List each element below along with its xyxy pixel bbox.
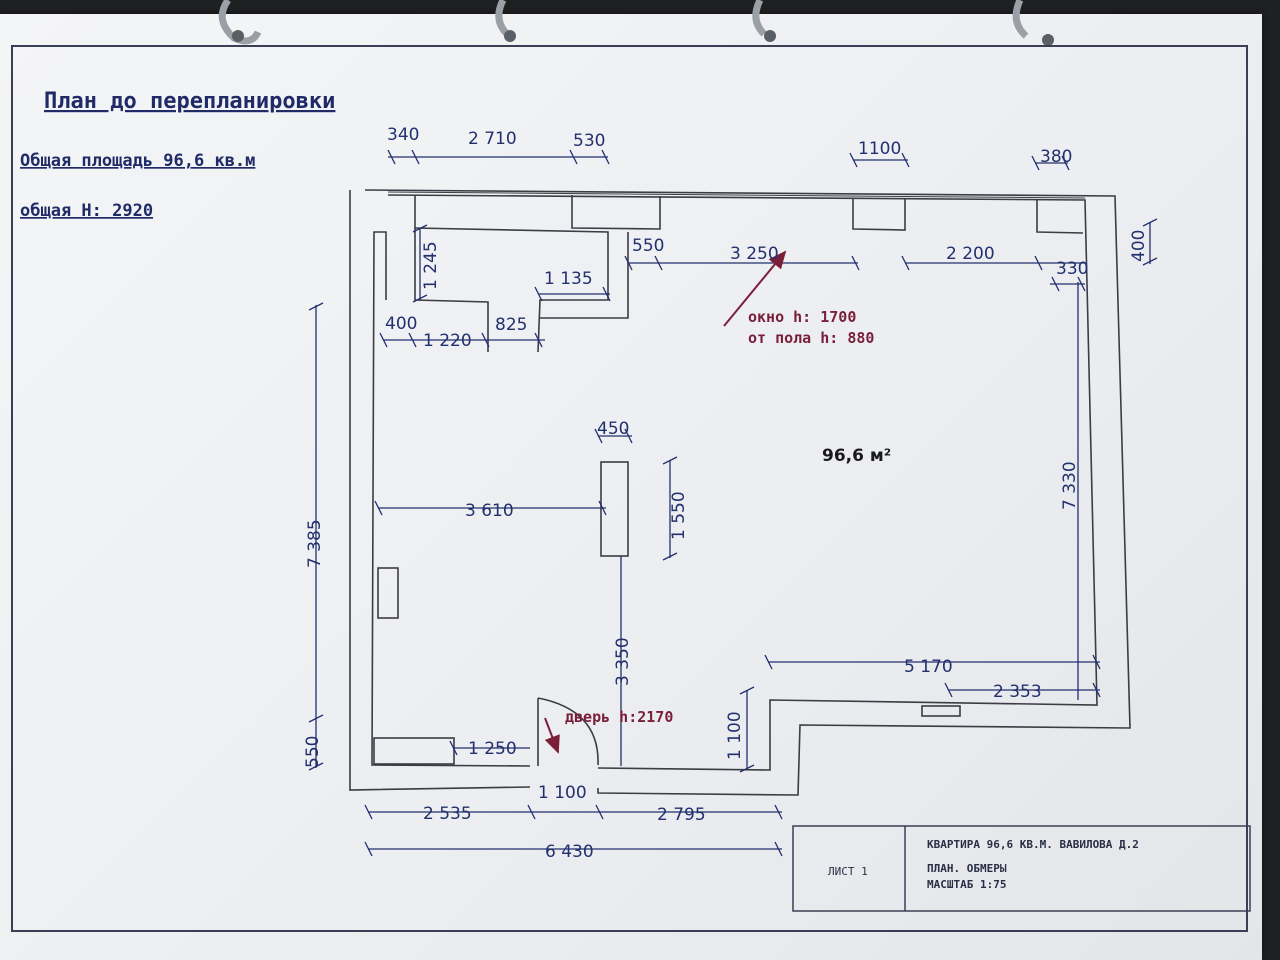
- window-line: [387, 191, 1086, 199]
- dim-7385: 7 385: [305, 519, 325, 568]
- total-area-text: Общая площадь 96,6 кв.м: [20, 151, 255, 171]
- title-block-sheet: ЛИСТ 1: [828, 865, 868, 878]
- dim-1100-bottom: 1 100: [538, 783, 587, 803]
- title-block: [792, 825, 1251, 912]
- dim-530: 530: [573, 131, 605, 151]
- dim-2535: 2 535: [423, 804, 472, 824]
- drawing-frame: [11, 45, 1248, 932]
- walls: [349, 189, 1131, 796]
- dim-1100-top: 1100: [858, 139, 901, 159]
- dim-825: 825: [495, 315, 527, 335]
- dim-400-left: 400: [385, 314, 417, 334]
- title-block-line2: ПЛАН. ОБМЕРЫ: [927, 862, 1007, 875]
- dim-340: 340: [387, 125, 419, 145]
- window-note-line2: от пола h: 880: [748, 329, 874, 347]
- dim-6430: 6 430: [545, 842, 594, 862]
- dim-2353: 2 353: [993, 682, 1042, 702]
- total-height-text: общая Н: 2920: [20, 201, 153, 221]
- dim-3350: 3 350: [613, 637, 633, 686]
- dim-3610: 3 610: [465, 501, 514, 521]
- binder-rings: [218, 0, 1029, 45]
- dim-1135: 1 135: [544, 269, 593, 289]
- dim-380: 380: [1040, 147, 1072, 167]
- dim-2795: 2 795: [657, 805, 706, 825]
- leader-arrows: [544, 250, 787, 754]
- dimension-lines: [308, 149, 1158, 857]
- dim-550: 550: [632, 236, 664, 256]
- dim-3250: 3 250: [730, 244, 779, 264]
- dim-2200: 2 200: [946, 244, 995, 264]
- dim-1550: 1 550: [669, 491, 689, 540]
- title-block-line3: МАСШТАБ 1:75: [927, 878, 1006, 891]
- dim-1245: 1 245: [421, 241, 441, 290]
- dim-1250: 1 250: [468, 739, 517, 759]
- dim-450: 450: [597, 419, 629, 439]
- dim-550-left: 550: [303, 736, 323, 768]
- paper-sheet: [0, 14, 1262, 960]
- dim-5170: 5 170: [904, 657, 953, 677]
- page-title: План до перепланировки: [44, 89, 335, 114]
- dim-7330: 7 330: [1060, 461, 1080, 510]
- dim-2710: 2 710: [468, 129, 517, 149]
- punch-holes: [232, 30, 1054, 46]
- dim-400-right: 400: [1129, 230, 1149, 262]
- door-note: дверь h:2170: [565, 708, 673, 726]
- dim-1100-vertical: 1 100: [725, 711, 745, 760]
- window-note-line1: окно h: 1700: [748, 308, 856, 326]
- dim-330: 330: [1056, 259, 1088, 279]
- area-label: 96,6 м²: [822, 446, 891, 466]
- dim-1220: 1 220: [423, 331, 472, 351]
- title-block-line1: КВАРТИРА 96,6 КВ.М. ВАВИЛОВА Д.2: [927, 838, 1139, 851]
